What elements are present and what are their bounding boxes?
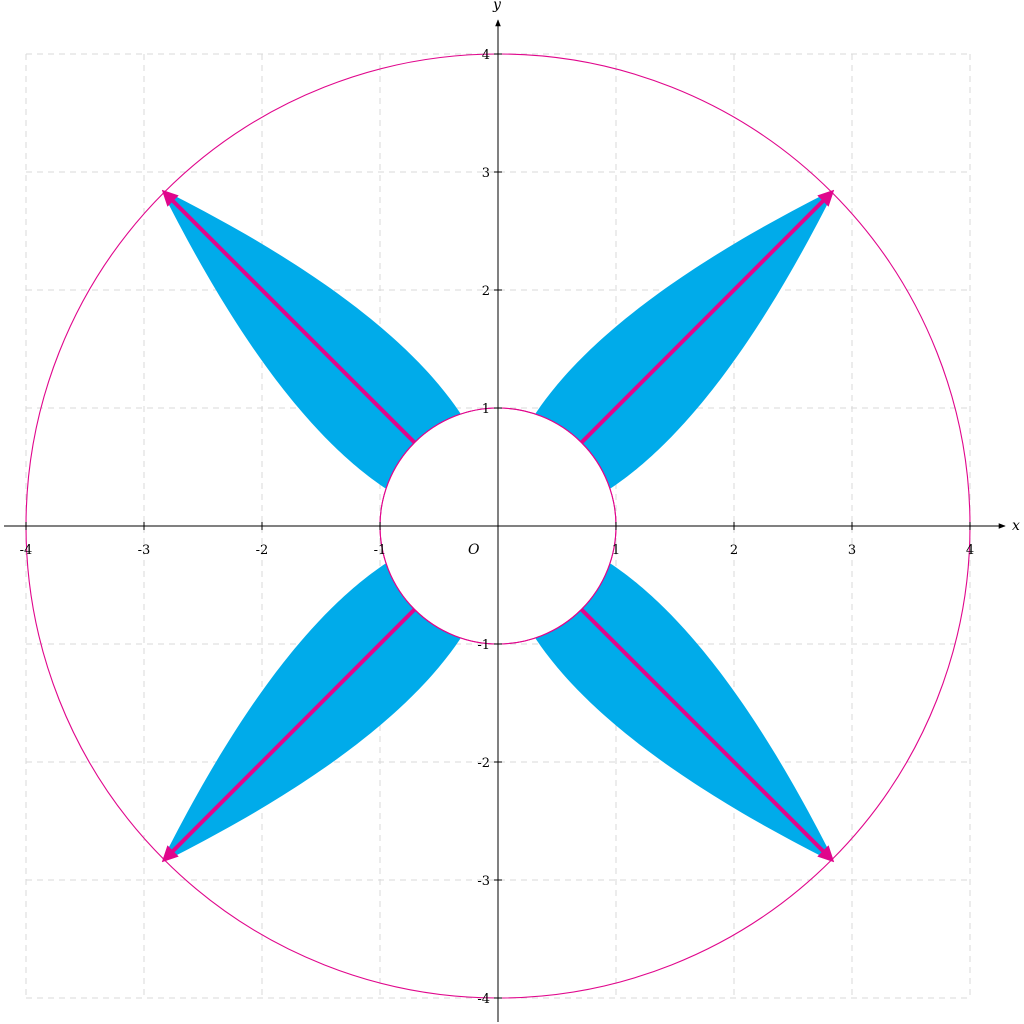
x-tick-label: 1 bbox=[612, 543, 620, 558]
vector-arrow bbox=[161, 189, 416, 444]
arrows bbox=[161, 189, 835, 863]
y-tick-label: 4 bbox=[482, 48, 490, 63]
y-axis-label: y bbox=[492, 0, 502, 13]
x-tick-label: -3 bbox=[138, 543, 151, 558]
y-tick-label: 3 bbox=[482, 166, 490, 181]
y-tick-label: -3 bbox=[477, 874, 490, 889]
x-tick-label: -4 bbox=[20, 543, 33, 558]
x-tick-label: -1 bbox=[374, 543, 387, 558]
x-axis-label: x bbox=[1012, 518, 1020, 534]
grid bbox=[25, 53, 971, 999]
x-tick-label: 3 bbox=[848, 543, 856, 558]
y-tick-label: 2 bbox=[482, 284, 490, 299]
vector-arrow bbox=[580, 189, 835, 444]
vector-arrow bbox=[580, 608, 835, 863]
x-tick-label: 2 bbox=[730, 543, 738, 558]
vector-arrow bbox=[161, 608, 416, 863]
x-tick-label: 4 bbox=[966, 543, 974, 558]
axes: x y O bbox=[4, 0, 1020, 1022]
x-tick-label: -2 bbox=[256, 543, 269, 558]
y-tick-label: -2 bbox=[477, 756, 490, 771]
origin-label: O bbox=[468, 542, 480, 558]
y-tick-label: -4 bbox=[477, 992, 490, 1007]
y-tick-label: 1 bbox=[482, 402, 490, 417]
ticks: -4 -3 -2 -1 1 2 3 4 4 3 2 1 -1 -2 -3 -4 bbox=[20, 48, 974, 1007]
y-tick-label: -1 bbox=[477, 638, 490, 653]
